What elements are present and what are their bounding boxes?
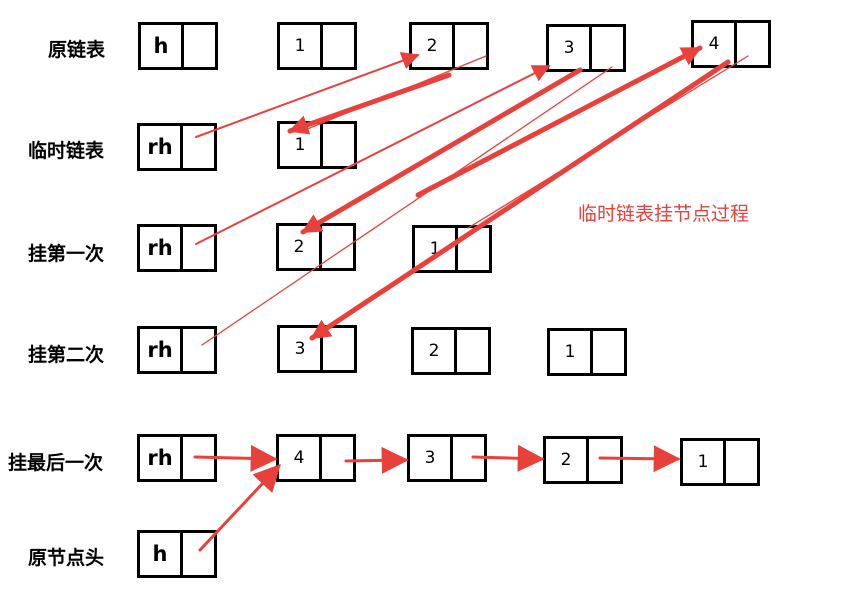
- arrow-last-2-to-1: [598, 445, 681, 473]
- head-node-h-original: h: [137, 530, 217, 578]
- node-divider: [450, 437, 453, 479]
- node-divider: [180, 329, 183, 371]
- node-value: 1: [697, 452, 709, 472]
- node-value: 3: [294, 339, 306, 359]
- node-divider: [590, 331, 593, 373]
- head-node-rh-first: rh: [137, 224, 217, 272]
- last-node-2: 2: [543, 436, 623, 484]
- node-value: rh: [147, 135, 173, 159]
- node-value: 1: [564, 342, 576, 362]
- node-value: rh: [147, 236, 173, 260]
- arrow-to-original-node-4: [415, 45, 703, 198]
- original-node-3: 3: [546, 24, 626, 72]
- node-divider: [180, 126, 183, 168]
- node-divider: [320, 328, 323, 370]
- row-label-temp: 临时链表: [28, 140, 105, 162]
- second-node-1: 1: [547, 328, 627, 376]
- node-divider: [734, 23, 737, 65]
- node-divider: [181, 25, 184, 67]
- process-caption: 临时链表挂节点过程: [578, 203, 750, 225]
- node-divider: [589, 27, 592, 69]
- arrow-to-temp-node-1: [287, 72, 452, 135]
- arrow-rh-first-to-node-3: [195, 65, 551, 245]
- last-node-4: 4: [276, 434, 356, 482]
- node-divider: [319, 437, 322, 479]
- node-value: 4: [293, 448, 305, 468]
- arrow-to-first-node-2: [300, 67, 583, 235]
- node-divider: [320, 25, 323, 67]
- node-divider: [723, 441, 726, 483]
- row-label-second: 挂第二次: [28, 344, 105, 366]
- node-value: rh: [147, 446, 173, 470]
- last-node-1: 1: [680, 438, 760, 486]
- second-node-3: 3: [277, 325, 357, 373]
- arrow-last-4-to-3: [344, 446, 409, 474]
- node-divider: [455, 228, 458, 270]
- row-label-first: 挂第一次: [28, 243, 105, 265]
- node-value: 2: [428, 341, 440, 361]
- arrow-last-rh-to-4: [193, 444, 278, 472]
- first-node-1: 1: [412, 225, 492, 273]
- node-divider: [320, 124, 323, 166]
- original-node-1: 1: [277, 22, 357, 70]
- row-label-head: 原节点头: [28, 547, 105, 569]
- node-divider: [180, 437, 183, 479]
- node-divider: [319, 226, 322, 268]
- node-value: 1: [429, 239, 441, 259]
- original-node-2: 2: [409, 22, 489, 70]
- node-value: 3: [563, 38, 575, 58]
- node-divider: [180, 227, 183, 269]
- node-value: 1: [294, 135, 306, 155]
- arrow-last-3-to-2: [471, 444, 545, 472]
- arrow-rh-to-node-2: [195, 52, 420, 138]
- node-value: h: [153, 34, 169, 58]
- node-value: 2: [426, 36, 438, 56]
- link-line-node-4: [467, 55, 749, 229]
- row-label-last: 挂最后一次: [8, 452, 104, 474]
- node-value: 3: [424, 448, 436, 468]
- node-value: 1: [294, 36, 306, 56]
- second-node-2: 2: [411, 327, 491, 375]
- link-line-node-3: [201, 66, 613, 346]
- head-node-rh-temp: rh: [137, 123, 217, 171]
- node-value: 2: [293, 237, 305, 257]
- node-divider: [180, 533, 183, 575]
- arrow-to-second-node-3: [309, 59, 731, 341]
- node-divider: [452, 25, 455, 67]
- node-divider: [454, 330, 457, 372]
- arrow-h-to-last-node-4: [198, 464, 281, 552]
- node-value: 4: [708, 34, 720, 54]
- node-value: h: [152, 542, 168, 566]
- node-value: 2: [560, 450, 572, 470]
- head-node-rh-second: rh: [137, 326, 217, 374]
- row-label-original: 原链表: [48, 39, 106, 61]
- node-divider: [586, 439, 589, 481]
- temp-node-1: 1: [277, 121, 357, 169]
- original-node-4: 4: [691, 20, 771, 68]
- node-value: rh: [147, 338, 173, 362]
- head-node-h: h: [138, 22, 218, 70]
